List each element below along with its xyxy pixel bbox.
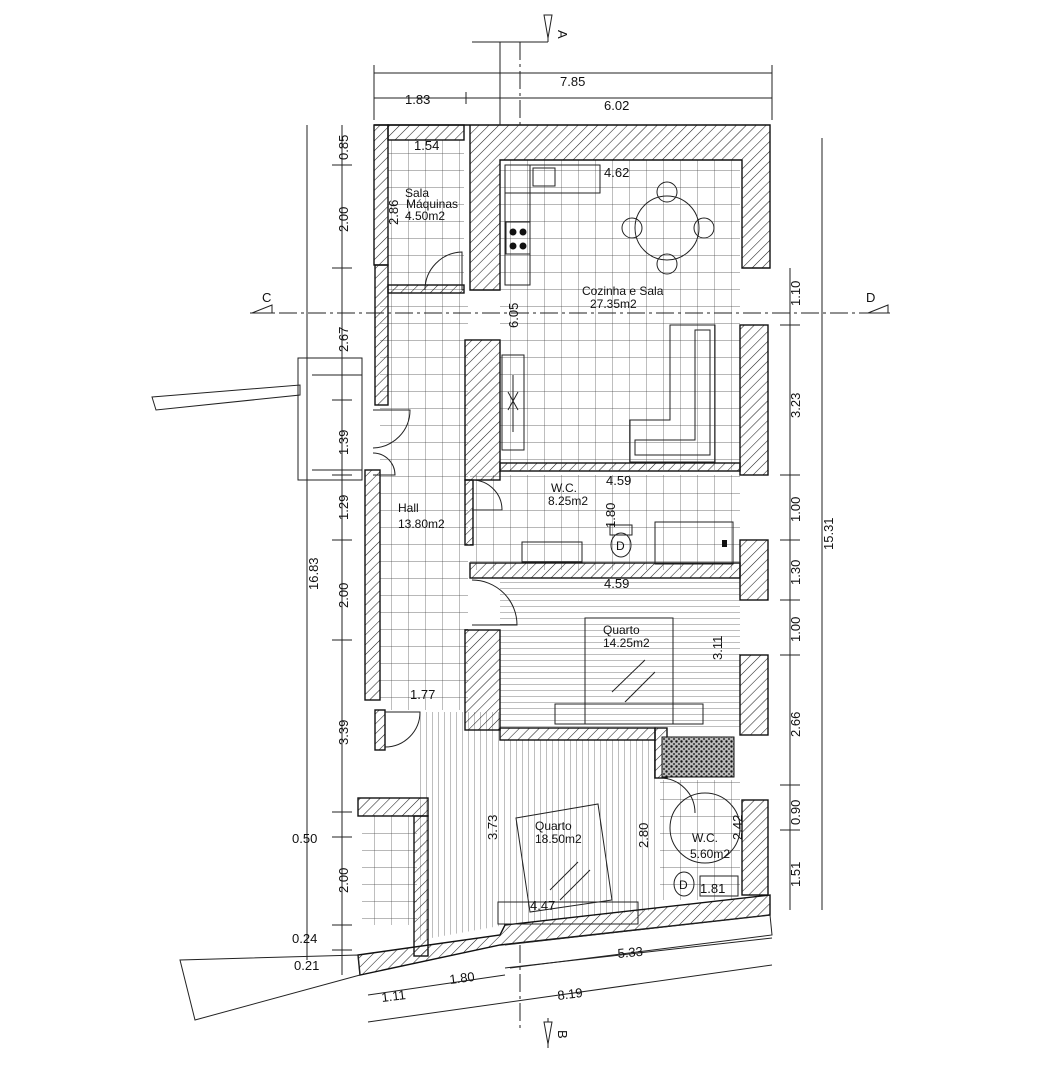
bed-icon	[554, 617, 704, 725]
dim-left-seg-5: 1.29	[336, 495, 351, 520]
room-area-quarto1: 14.25m2	[603, 636, 650, 650]
dim-quarto1-width: 4.59	[604, 576, 629, 591]
dim-quarto1-depth: 3.11	[710, 636, 725, 660]
room-name-quarto1: Quarto	[603, 623, 640, 637]
dim-wc2-depth: 2.42	[730, 815, 745, 840]
toilet-icon-2: D	[673, 871, 695, 897]
dim-right-seg-1: 1.10	[788, 281, 803, 306]
room-area-wc2: 5.60m2	[690, 847, 730, 861]
dim-wc1-depth: 1.80	[603, 503, 618, 528]
dim-kitchen-top: 4.62	[604, 165, 629, 180]
tile-entry	[362, 815, 417, 925]
wood-quarto1	[500, 578, 740, 728]
dim-right-seg-5: 1.00	[788, 617, 803, 642]
room-name-wc1: W.C.	[551, 481, 577, 495]
section-marker-a: A	[555, 30, 570, 39]
dim-left-seg-2: 2.00	[336, 207, 351, 232]
room-name-hall: Hall	[398, 501, 419, 515]
furniture: D D	[497, 164, 741, 925]
dim-right-seg-3: 1.00	[788, 497, 803, 522]
dim-right-seg-7: 0.90	[788, 800, 803, 825]
room-name-quarto2: Quarto	[535, 819, 572, 833]
wood-quarto2	[420, 712, 655, 940]
room-area-quarto2: 18.50m2	[535, 832, 582, 846]
dim-left-seg-7: 3.39	[336, 720, 351, 745]
dim-kitchen-depth: 6.05	[506, 303, 521, 328]
svg-text:D: D	[679, 878, 688, 892]
section-marker-b: B	[555, 1030, 570, 1039]
dim-top-left: 1.83	[405, 92, 430, 107]
sofa-icon	[629, 324, 716, 463]
dim-top-total: 7.85	[560, 74, 585, 89]
dim-left-total: 16.83	[306, 557, 321, 590]
section-marker-d: D	[866, 290, 875, 305]
dim-quarto2-width: 4.47	[530, 898, 555, 913]
dim-bottom-seg-2: 1.80	[449, 969, 476, 987]
doors	[372, 251, 696, 814]
dimension-lines	[306, 65, 823, 1023]
shower-tray	[661, 736, 735, 778]
dim-left-seg-8: 0.50	[292, 831, 317, 846]
svg-text:D: D	[616, 539, 625, 553]
bed-icon-2	[497, 803, 639, 925]
tile-sala-maquinas	[388, 140, 464, 290]
room-labels: Sala Máquinas 4.50m2 Cozinha e Sala 27.3…	[398, 186, 730, 861]
dim-right-seg-4: 1.30	[788, 560, 803, 585]
room-area-hall: 13.80m2	[398, 517, 445, 531]
dim-right-seg-6: 2.66	[788, 712, 803, 737]
dim-bottom-seg-1: 1.11	[381, 987, 407, 1005]
section-marker-c: C	[262, 290, 271, 305]
dim-quarto2-depth: 3.73	[485, 815, 500, 840]
dim-machine-width: 1.54	[414, 138, 439, 153]
room-name-sala-maquinas: Sala	[405, 186, 429, 200]
dim-left-seg-3: 2.67	[336, 327, 351, 352]
dim-wc2-width: 1.81	[700, 881, 725, 896]
cooktop-icon	[505, 221, 531, 255]
dim-top-right: 6.02	[604, 98, 629, 113]
room-area-wc1: 8.25m2	[548, 494, 588, 508]
walls	[151, 124, 773, 1021]
dim-bottom-total: 8.19	[557, 985, 584, 1003]
dining-table-icon	[621, 181, 715, 275]
dim-left-seg-1: 0.85	[336, 135, 351, 160]
dim-hall-width: 1.77	[410, 687, 435, 702]
floor-finishes	[362, 140, 740, 940]
dim-left-seg-4: 1.39	[336, 430, 351, 455]
dim-machine-height: 2.86	[386, 200, 401, 225]
section-lines	[250, 14, 890, 1048]
tile-hall	[380, 290, 468, 710]
room-name-sala-maquinas-2: Máquinas	[406, 197, 458, 211]
dim-left-seg-10: 0.24	[292, 931, 317, 946]
dim-right-seg-8: 1.51	[788, 862, 803, 887]
dim-wc1-width: 4.59	[606, 473, 631, 488]
dim-left-seg-6: 2.00	[336, 583, 351, 608]
dim-right-seg-2: 3.23	[788, 393, 803, 418]
dim-right-total: 15.31	[821, 517, 836, 550]
dim-left-seg-9: 2.00	[336, 868, 351, 893]
toilet-icon: D	[609, 524, 633, 558]
room-area-cozinha: 27.35m2	[590, 297, 637, 311]
dim-quarto2-inner: 2.80	[636, 823, 651, 848]
dim-left-seg-11: 0.21	[294, 958, 319, 973]
room-area-sala-maquinas: 4.50m2	[405, 209, 445, 223]
dim-bottom-seg-3: 5.33	[617, 944, 644, 961]
tile-cozinha	[500, 160, 740, 470]
room-name-cozinha: Cozinha e Sala	[582, 284, 664, 298]
room-name-wc2: W.C.	[692, 831, 718, 845]
